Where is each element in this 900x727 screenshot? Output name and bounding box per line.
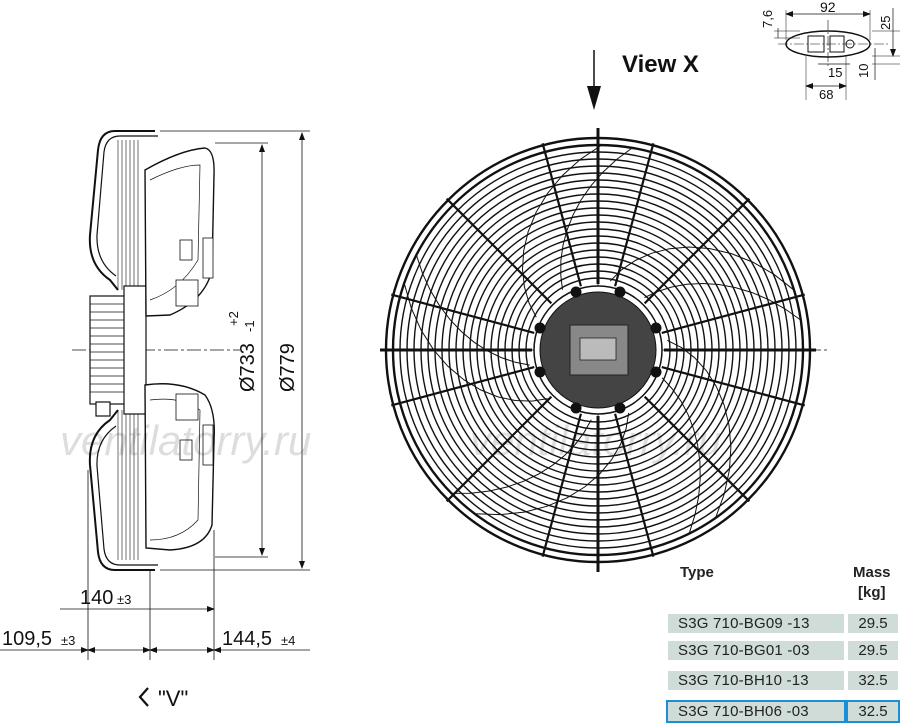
fan-blade-edge (560, 147, 633, 290)
dim-140: 140 (80, 587, 113, 609)
dim-109-5: 109,5 (2, 628, 52, 650)
table-cell-type: S3G 710-BH06 -03 (666, 700, 846, 723)
fan-blade-edge (521, 144, 602, 318)
dim-733-tol-upper: +2 (226, 311, 241, 326)
guard-spoke (541, 143, 582, 287)
guard-spoke (661, 293, 805, 334)
table-cell-mass: 29.5 (848, 614, 898, 633)
table-row-selected: S3G 710-BH06 -03 32.5 (666, 700, 900, 723)
watermark: ventilatorry.ru (470, 417, 721, 464)
guard-spoke (445, 395, 553, 503)
guard-spoke (661, 366, 805, 407)
fan-blade-edge (609, 246, 795, 291)
dim-109-5-tol: ±3 (61, 633, 75, 648)
guard-spoke (445, 197, 553, 305)
watermark: ventilatorry.ru (60, 417, 311, 464)
guard-spoke (643, 395, 751, 503)
table-cell-type: S3G 710-BG09 -13 (668, 614, 844, 633)
side-dimensions (0, 130, 310, 660)
table-row: S3G 710-BG01 -03 29.5 (668, 641, 898, 660)
guard-spoke (541, 413, 582, 557)
dim-733-tol-lower: -1 (242, 320, 257, 332)
table-cell-mass: 32.5 (848, 671, 898, 690)
dim-733: Ø733 (237, 343, 259, 392)
fan-blade-edge (403, 283, 548, 402)
view-x-arrow-icon (587, 86, 601, 110)
view-v-label: "V" (158, 686, 188, 711)
fan-blade-edge (451, 419, 592, 494)
dim-144-5: 144,5 (222, 628, 272, 650)
guard-spoke (614, 413, 655, 557)
fan-front-view (380, 128, 830, 572)
detail-dim-7-6: 7,6 (760, 10, 775, 28)
fan-side-view (72, 130, 240, 571)
table-cell-type: S3G 710-BH10 -13 (668, 671, 844, 690)
table-row: S3G 710-BH10 -13 32.5 (668, 671, 898, 690)
table-cell-mass: 29.5 (848, 641, 898, 660)
fan-blade-edge (667, 339, 732, 519)
detail-dim-68: 68 (819, 87, 833, 102)
table-row: S3G 710-BG09 -13 29.5 (668, 614, 898, 633)
table-header-type: Type (680, 564, 714, 581)
connection-detail (774, 8, 900, 100)
guard-spoke (391, 293, 535, 334)
detail-dim-10: 10 (856, 64, 871, 78)
dim-144-5-tol: ±4 (281, 633, 295, 648)
detail-dim-15: 15 (828, 65, 842, 80)
view-x-label: View X (622, 51, 699, 78)
dim-140-tol: ±3 (117, 592, 131, 607)
table-header-mass: Mass (853, 564, 891, 581)
table-cell-type: S3G 710-BG01 -03 (668, 641, 844, 660)
guard-spoke (391, 366, 535, 407)
view-v-chevron-icon (138, 687, 149, 707)
detail-dim-25: 25 (878, 16, 893, 30)
detail-dim-92: 92 (820, 0, 836, 15)
dim-779: Ø779 (277, 343, 299, 392)
fan-blade-edge (415, 254, 530, 366)
guard-spoke (614, 143, 655, 287)
table-header-unit: [kg] (858, 584, 886, 601)
table-cell-mass: 32.5 (846, 700, 900, 723)
fan-blade-edge (661, 377, 701, 534)
guard-spoke (643, 197, 751, 305)
